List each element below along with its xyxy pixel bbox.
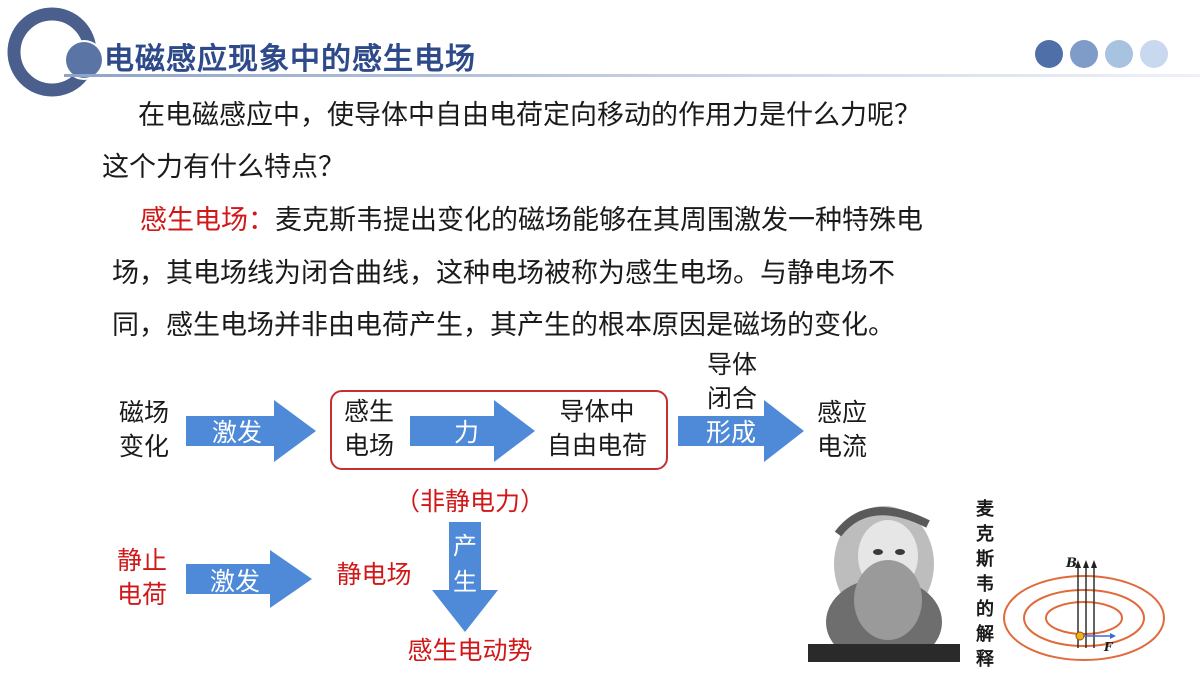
arrow-produce-label-1: 产 [453,532,477,560]
question-line-2: 这个力有什么特点？ [102,152,345,183]
arrow-produce-label-2: 生 [453,568,477,596]
node-induced-current: 感应电流 [816,398,867,461]
figure-caption: 麦 克 斯 韦 的 解 释 [976,499,994,670]
label-B: B [1066,556,1077,571]
induced-field-figure: B F [1000,556,1200,668]
arrow-excite-2-label: 激发 [210,567,261,596]
arrow-excite-1: 激发 [186,400,316,462]
arrow-form-label: 形成 [706,418,757,447]
definition-line-3: 同，感生电场并非由电荷产生，其产生的根本原因是磁场的变化。 [112,310,895,341]
header-dot-2 [1070,40,1098,68]
node-static-charge: 静止电荷 [116,546,167,609]
definition-line-1: 感生电场：麦克斯韦提出变化的磁场能够在其周围激发一种特殊电 [140,194,923,247]
arrow-excite-2: 激发 [186,550,312,608]
definition-text-1: 麦克斯韦提出变化的磁场能够在其周围激发一种特殊电 [275,205,923,236]
header-dot-4 [1140,40,1168,68]
arrow-excite-1-label: 激发 [212,418,263,447]
note-nonelectrostatic-force: （非静电力） [394,487,545,516]
question-line-1: 在电磁感应中，使导体中自由电荷定向移动的作用力是什么力呢？ [138,100,921,131]
header-dot-3 [1105,40,1133,68]
label-F: F [1104,640,1113,654]
definition-term: 感生电场： [140,205,275,236]
node-free-charge: 导体中自由电荷 [546,397,647,460]
title-underline [64,74,1200,77]
arrow-force: 力 [410,400,535,462]
header-ring-logo [0,0,110,110]
note-conductor-closed: 导体闭合 [706,350,757,413]
node-static-field: 静电场 [336,560,412,589]
definition-line-2: 场，其电场线为闭合曲线，这种电场被称为感生电场。与静电场不 [112,258,895,289]
node-induced-field: 感生电场 [343,397,394,460]
page-title: 电磁感应现象中的感生电场 [104,42,476,77]
header-dot-1 [1035,40,1063,68]
arrow-produce: 产 生 [432,522,498,632]
arrow-form: 形成 [678,400,804,462]
maxwell-portrait [808,494,960,666]
node-magnetic-change: 磁场变化 [118,398,169,461]
arrow-force-label: 力 [454,418,480,447]
node-induced-emf: 感生电动势 [407,636,533,665]
induced-field-box [330,390,668,470]
